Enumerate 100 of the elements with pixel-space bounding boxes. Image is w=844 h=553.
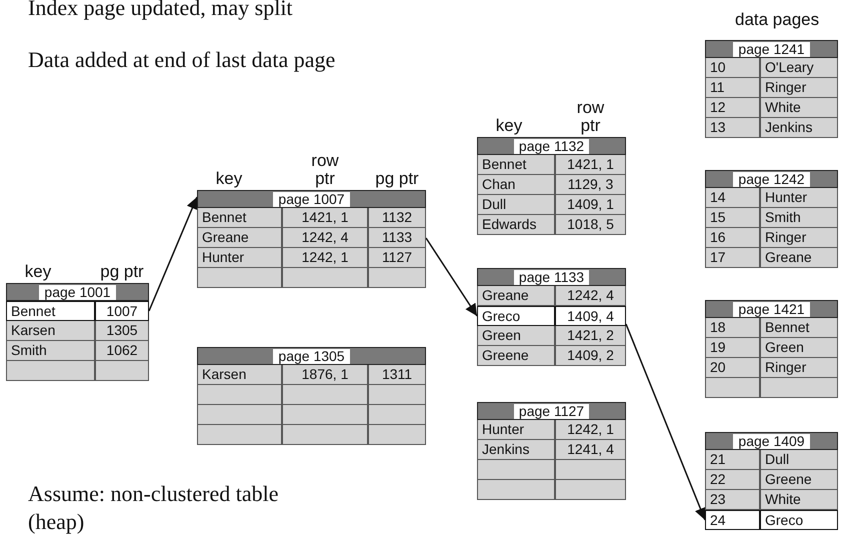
table-cell: Greene: [760, 470, 838, 490]
column-heading: key: [24, 261, 52, 281]
table-cell: Jenkins: [760, 118, 838, 138]
table-row: [477, 420, 626, 440]
empty-row: [197, 268, 426, 288]
table-cell: White: [760, 98, 838, 118]
table-row: [705, 450, 838, 470]
empty-row: [197, 385, 426, 405]
table-row: [477, 195, 626, 215]
column-heading: data pages: [735, 9, 820, 31]
table-row: [705, 338, 838, 358]
note-text: Assume: non-clustered table (heap): [28, 480, 280, 536]
table-cell: Greco: [477, 306, 555, 326]
table-cell: 1421, 1: [555, 155, 626, 175]
table-cell: 1242, 4: [555, 286, 626, 306]
table-cell: 1876, 1: [282, 365, 368, 385]
table-cell: White: [760, 490, 838, 510]
table-cell: 20: [705, 358, 760, 378]
index-page: [705, 300, 838, 398]
table-cell: Greco: [760, 510, 838, 530]
column-heading: row ptr: [576, 97, 606, 135]
table-row: [705, 228, 838, 248]
table-row: [477, 440, 626, 460]
table-row: [705, 78, 838, 98]
table-cell: 16: [705, 228, 760, 248]
table-cell: Ringer: [760, 358, 838, 378]
table-cell: 15: [705, 208, 760, 228]
table-cell: Bennet: [197, 208, 282, 228]
table-cell: Ringer: [760, 78, 838, 98]
table-cell: 11: [705, 78, 760, 98]
table-row: [705, 208, 838, 228]
index-page: [477, 268, 626, 366]
table-cell: Chan: [477, 175, 555, 195]
empty-row: [477, 480, 626, 500]
page-label: page 1242: [733, 172, 810, 186]
table-cell: 24: [705, 510, 760, 530]
table-row: [705, 510, 838, 530]
page-label: page 1132: [514, 138, 590, 154]
empty-row: [197, 425, 426, 445]
index-page: [705, 432, 838, 530]
table-cell: 10: [705, 58, 760, 78]
page-label: page 1007: [273, 192, 350, 206]
table-cell: 1132: [368, 208, 426, 228]
empty-row: [6, 361, 149, 381]
table-row: [6, 341, 149, 361]
table-row: [197, 228, 426, 248]
column-heading: pg ptr: [100, 261, 144, 281]
table-cell: 1018, 5: [555, 215, 626, 235]
table-cell: Smith: [760, 208, 838, 228]
table-cell: 1409, 1: [555, 195, 626, 215]
table-cell: 1242, 4: [282, 228, 368, 248]
table-row: [477, 346, 626, 366]
table-row: [477, 155, 626, 175]
table-cell: 1242, 1: [555, 420, 626, 440]
table-row: [477, 286, 626, 306]
table-cell: 19: [705, 338, 760, 358]
table-cell: Hunter: [760, 188, 838, 208]
table-cell: 1241, 4: [555, 440, 626, 460]
table-row: [705, 358, 838, 378]
page-label: page 1421: [733, 302, 810, 316]
page-label: page 1409: [733, 434, 810, 448]
table-cell: 21: [705, 450, 760, 470]
table-cell: 1062: [95, 341, 149, 361]
table-cell: Dull: [477, 195, 555, 215]
table-cell: 1129, 3: [555, 175, 626, 195]
column-heading: pg ptr: [375, 168, 419, 188]
table-cell: 12: [705, 98, 760, 118]
table-cell: 1127: [368, 248, 426, 268]
table-row: [477, 326, 626, 346]
table-row: [705, 470, 838, 490]
page-label: page 1133: [514, 270, 590, 284]
index-page: [705, 170, 838, 268]
table-cell: 1409, 2: [555, 346, 626, 366]
table-row: [705, 118, 838, 138]
index-page: [477, 402, 626, 500]
table-row: [197, 365, 426, 385]
arrow: [425, 238, 478, 316]
index-page: [197, 347, 426, 445]
table-cell: 1421, 2: [555, 326, 626, 346]
table-row: [705, 98, 838, 118]
table-cell: Smith: [6, 341, 95, 361]
table-row: [705, 318, 838, 338]
table-row: [477, 215, 626, 235]
table-cell: Green: [477, 326, 555, 346]
page-label: page 1241: [733, 42, 810, 56]
table-cell: Green: [760, 338, 838, 358]
table-row: [197, 208, 426, 228]
table-cell: Hunter: [197, 248, 282, 268]
index-page: [705, 40, 838, 138]
table-cell: 1311: [368, 365, 426, 385]
column-heading: row ptr: [310, 150, 340, 188]
empty-row: [197, 405, 426, 425]
table-cell: 1409, 4: [555, 306, 626, 326]
table-cell: Bennet: [760, 318, 838, 338]
table-cell: Greane: [760, 248, 838, 268]
table-cell: Karsen: [6, 321, 95, 341]
table-cell: 1242, 1: [282, 248, 368, 268]
table-cell: Greene: [477, 346, 555, 366]
arrow: [148, 196, 198, 312]
column-heading: key: [494, 115, 524, 135]
